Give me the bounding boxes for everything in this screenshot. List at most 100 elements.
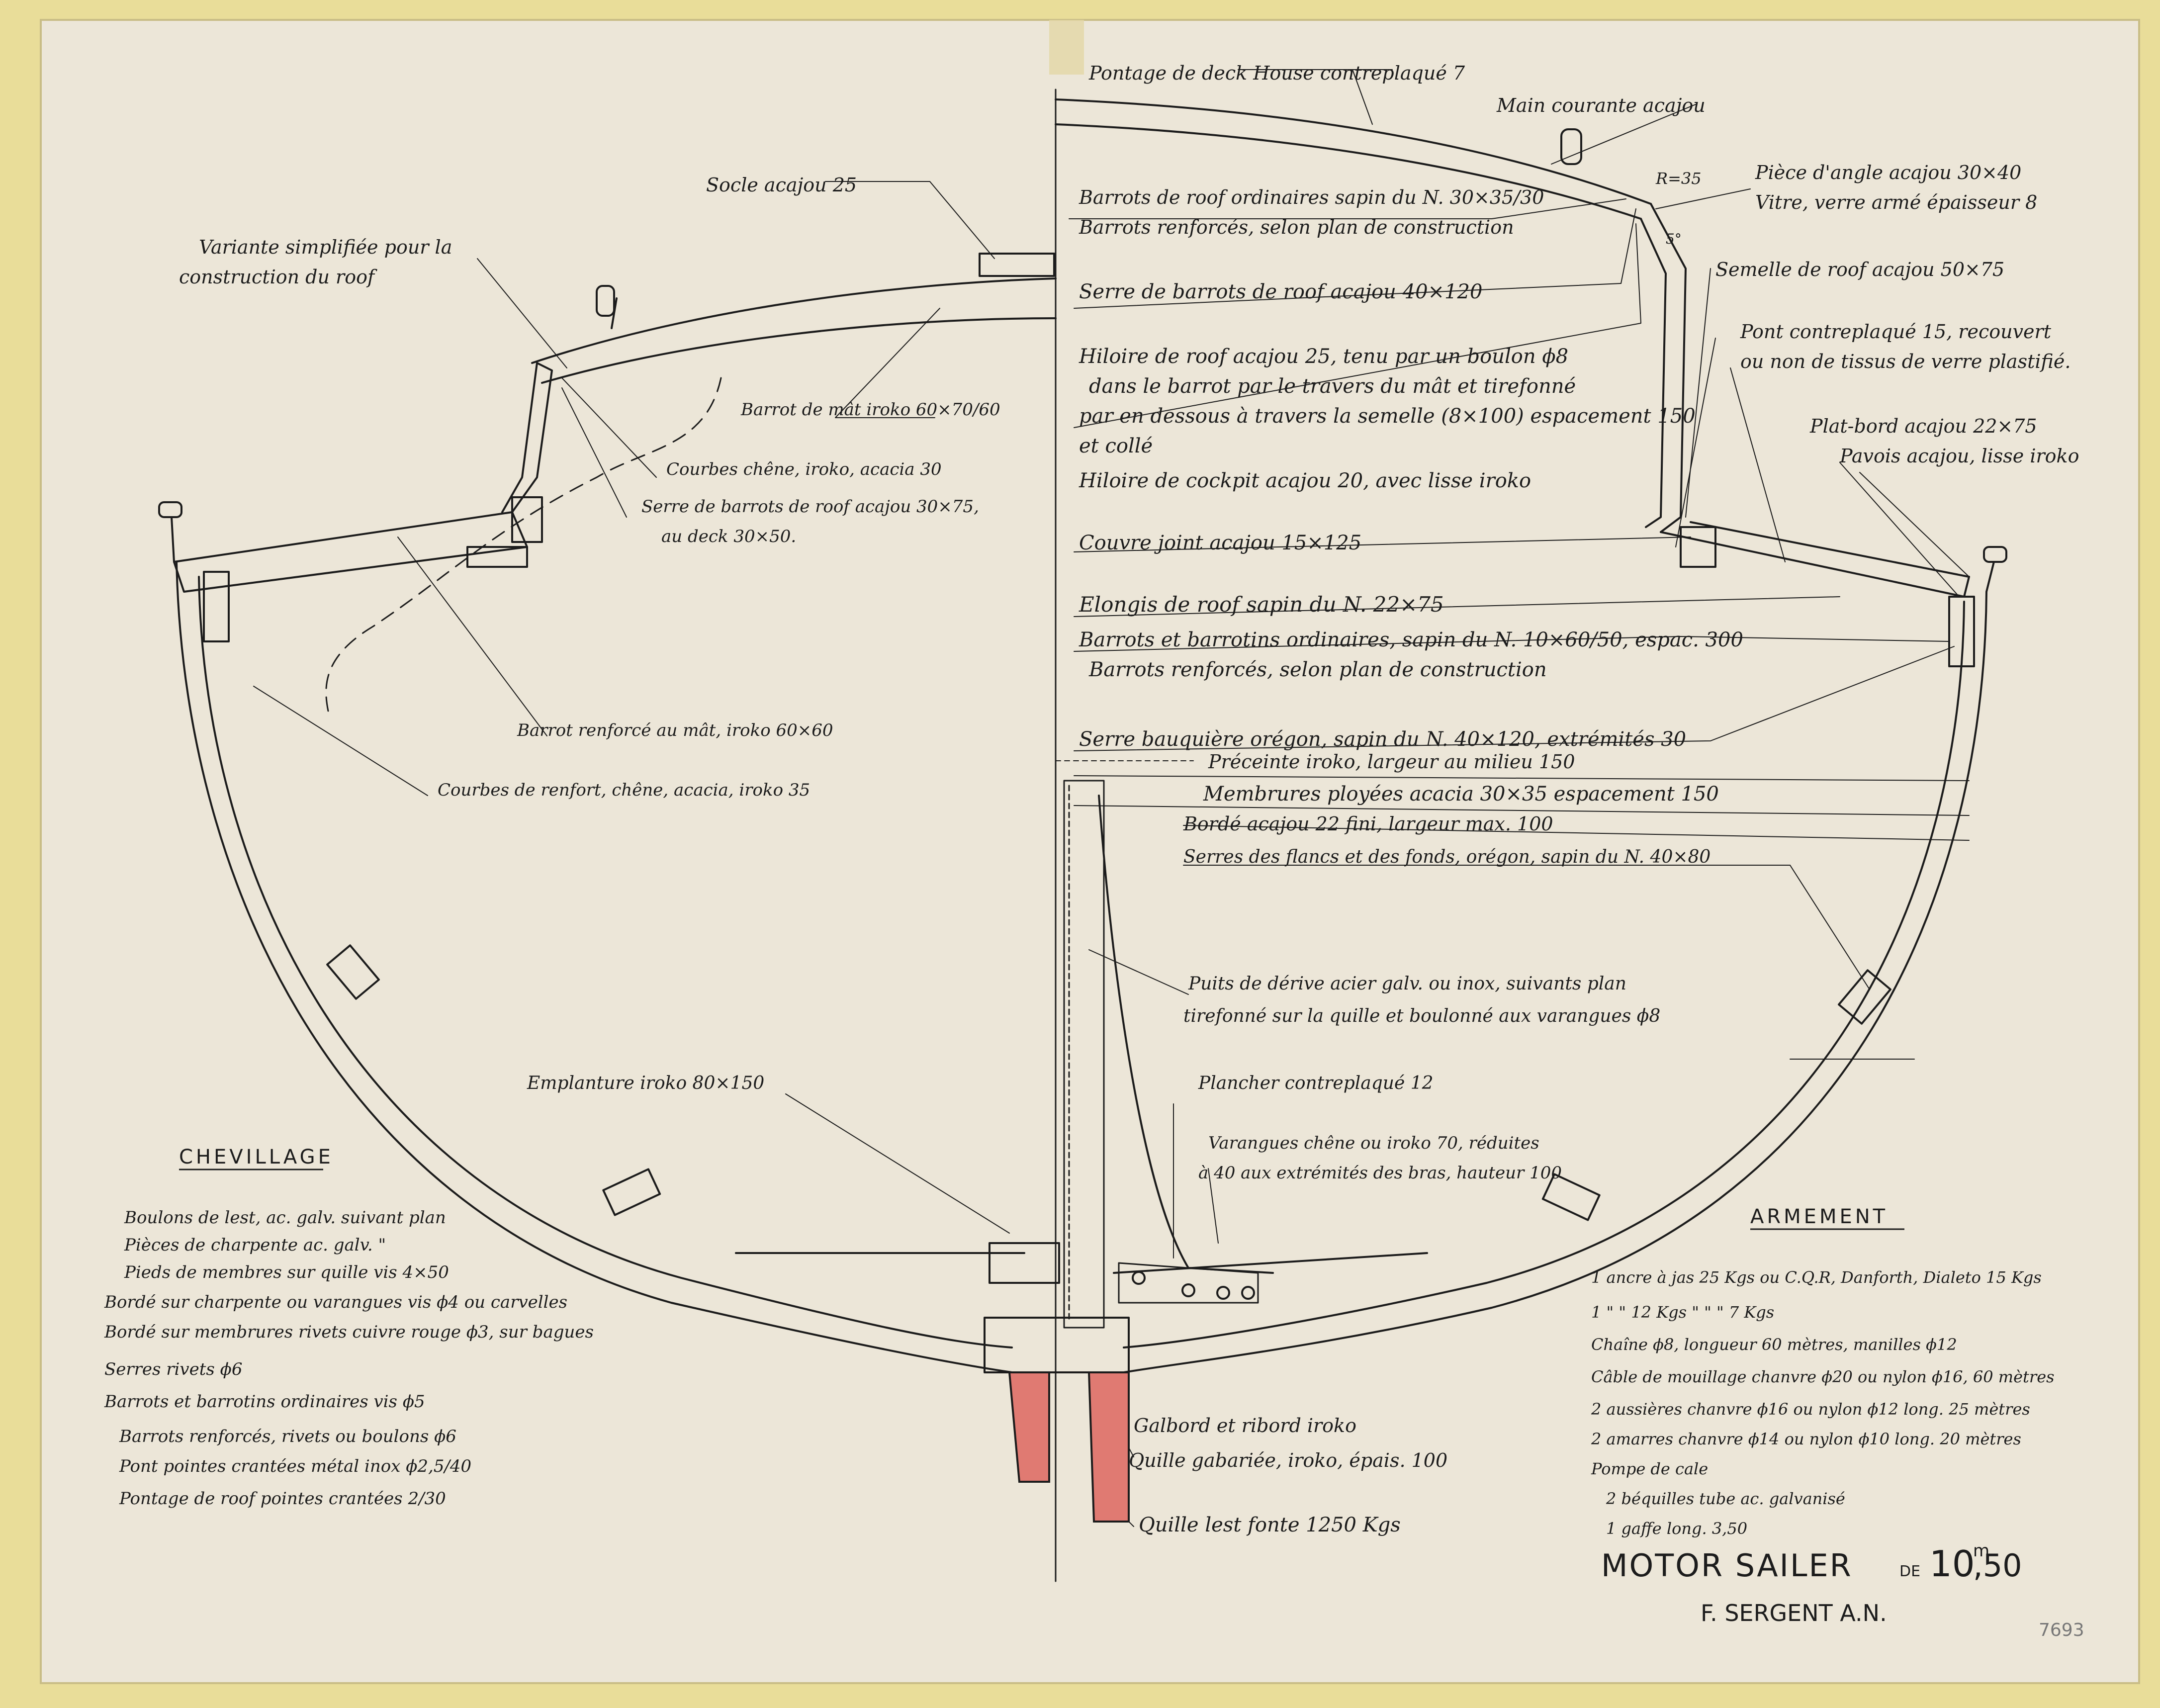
leader-05 (1685, 268, 1711, 518)
handrail-post-left (596, 285, 615, 317)
label-22: Barrots et barrotins ordinaires, sapin d… (1079, 629, 1743, 651)
chevillage-item-4: Bordé sur membrures rivets cuivre rouge … (104, 1322, 594, 1342)
label-06: 5° (1666, 231, 1682, 247)
label-15: Hiloire de roof acajou 25, tenu par un b… (1079, 345, 1568, 368)
leader-20 (1183, 865, 1870, 990)
armement-item-7: 2 béquilles tube ac. galvanisé (1606, 1489, 1845, 1508)
label-16: dans le barrot par le travers du mât et … (1089, 375, 1576, 398)
label-29: Puits de dérive acier galv. ou inox, sui… (1188, 974, 1626, 994)
leader-18 (1074, 805, 1970, 816)
bulwark-left (158, 501, 182, 518)
frame-block-right-2 (1680, 526, 1716, 568)
leader-03 (1069, 198, 1626, 219)
leader-34 (253, 686, 428, 796)
chevillage-item-3: Bordé sur charpente ou varangues vis ϕ4 … (104, 1292, 567, 1312)
socle-acajou (979, 253, 1055, 277)
tape-strip (1049, 20, 1084, 75)
chevillage-item-6: Barrots et barrotins ordinaires vis ϕ5 (104, 1392, 425, 1412)
title-size-unit: m (1973, 1541, 1989, 1561)
hull-inner-right (1123, 601, 1965, 1348)
label-17: par en dessous à travers la semelle (8×1… (1079, 405, 1696, 428)
armement-item-5: 2 amarres chanvre ϕ14 ou nylon ϕ10 long.… (1591, 1430, 2021, 1448)
bolt-3 (1216, 1286, 1230, 1300)
armement-item-8: 1 gaffe long. 3,50 (1606, 1519, 1747, 1538)
label-18: et collé (1079, 435, 1153, 457)
leader-32 (561, 387, 627, 518)
leader-10 (1074, 208, 1636, 309)
label-45: Courbes de renfort, chêne, acacia, iroko… (438, 780, 810, 800)
leader-35 (785, 1093, 1010, 1234)
centerboard-profile (1098, 795, 1274, 1274)
chevillage-title: CHEVILLAGE (179, 1146, 334, 1169)
label-04: Pièce d'angle acajou 30×40 (1755, 162, 2021, 183)
label-43: au deck 30×50. (661, 527, 796, 546)
frame-block-right-4 (1541, 1173, 1601, 1221)
bulwark-left-line (171, 516, 175, 563)
leader-28 (825, 181, 995, 259)
label-26: Membrures ployées acacia 30×35 espacemen… (1203, 783, 1719, 806)
leader-13 (1074, 596, 1840, 617)
label-41: Courbes chêne, iroko, acacia 30 (666, 459, 942, 479)
coaming-left (501, 362, 553, 513)
label-21: Elongis de roof sapin du N. 22×75 (1079, 592, 1444, 617)
chevillage-item-2: Pieds de membres sur quille vis 4×50 (124, 1262, 449, 1282)
frame-block-right-3 (1838, 969, 1891, 1025)
label-36: Quille lest fonte 1250 Kgs (1139, 1514, 1401, 1536)
roof-right-inner (1055, 123, 1642, 220)
hull-section (158, 69, 2007, 1582)
leader-12 (1074, 537, 1691, 552)
label-35: Quille gabariée, iroko, épais. 100 (1129, 1449, 1447, 1471)
leader-02 (1551, 104, 1696, 165)
label-02: Main courante acajou (1496, 94, 1706, 116)
leader-14 (1074, 636, 1950, 652)
label-20: Couvre joint acajou 15×125 (1079, 532, 1361, 554)
label-12: Barrots de roof ordinaires sapin du N. 3… (1079, 186, 1544, 208)
centerboard-trunk (1063, 780, 1105, 1329)
leader-11 (1074, 223, 1641, 428)
title-size: 10 (1929, 1543, 1975, 1585)
label-39: construction du roof (179, 266, 377, 288)
label-14: Serre de barrots de roof acajou 40×120 (1079, 280, 1482, 303)
label-09: ou non de tissus de verre plastifié. (1740, 351, 2070, 372)
frame-block-left-2 (511, 496, 543, 543)
ballast-keel-left (1008, 1371, 1050, 1483)
label-31: Plancher contreplaqué 12 (1198, 1073, 1434, 1093)
frame-block-left-1 (203, 571, 230, 642)
frame-block-left-3 (466, 546, 528, 568)
label-13: Barrots renforcés, selon plan de constru… (1079, 216, 1514, 238)
chevillage-block: CHEVILLAGE Boulons de lest, ac. galv. su… (104, 1146, 594, 1509)
label-03: R=35 (1655, 169, 1702, 188)
deck-right (1660, 521, 1970, 598)
label-37: Socle acajou 25 (706, 174, 857, 196)
leader-30 (835, 308, 940, 418)
roof-left-inner (541, 317, 1057, 384)
title-de: DE (1899, 1563, 1920, 1580)
frame-block-right-1 (1948, 596, 1975, 667)
label-33: à 40 aux extrémités des bras, hauteur 10… (1198, 1163, 1562, 1183)
chevillage-item-1: Pièces de charpente ac. galv. " (124, 1235, 386, 1255)
leader-01 (1238, 69, 1393, 125)
drawing-number: 7693 (2039, 1620, 2084, 1640)
label-23: Barrots renforcés, selon plan de constru… (1088, 658, 1547, 681)
frame-block-left-4 (326, 944, 380, 1000)
leader-17 (1074, 775, 1970, 781)
label-38: Variante simplifiée pour la (199, 236, 452, 258)
bulwark-right-line (1985, 561, 1995, 593)
leader-15 (1074, 646, 1955, 751)
hull-inner-left (198, 576, 1013, 1348)
leader-09 (1859, 472, 1970, 577)
leader-04 (1655, 188, 1751, 209)
hull-outer-left (176, 561, 1013, 1373)
leader-08 (1839, 462, 1960, 597)
leader-07 (1730, 367, 1786, 562)
armement-item-2: Chaîne ϕ8, longueur 60 mètres, manilles … (1591, 1335, 1957, 1354)
chevillage-item-9: Pontage de roof pointes crantées 2/30 (119, 1489, 446, 1509)
chevillage-item-7: Barrots renforcés, rivets ou boulons ϕ6 (119, 1427, 456, 1446)
title-size-dec: ,50 (1973, 1547, 2022, 1584)
bolt-4 (1241, 1286, 1255, 1300)
label-24: Serre bauquière orégon, sapin du N. 40×1… (1079, 728, 1686, 751)
title-designer: F. SERGENT A.N. (1701, 1600, 1887, 1626)
label-05: Vitre, verre armé épaisseur 8 (1755, 191, 2037, 213)
leader-06 (1675, 338, 1716, 547)
